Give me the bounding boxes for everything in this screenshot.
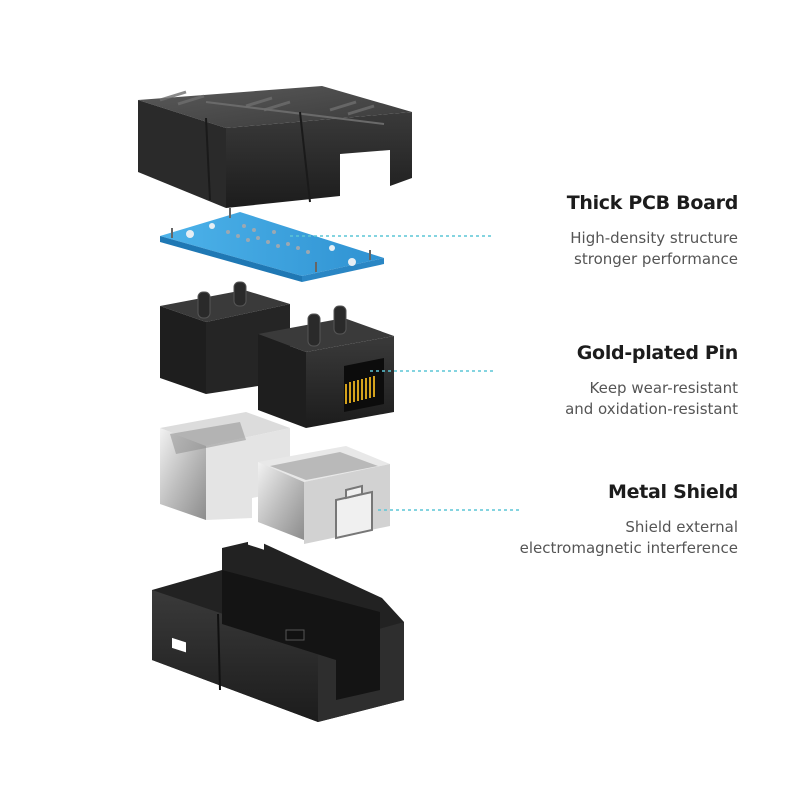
top-cover [138,86,412,208]
feature-desc-line: Keep wear-resistant [589,379,738,397]
feature-pcb-board: Thick PCB Board High-density structure s… [566,192,739,270]
feature-description: Keep wear-resistant and oxidation-resist… [565,378,738,420]
pcb-board [160,208,384,282]
bottom-shell [152,534,404,722]
feature-desc-line: High-density structure [570,229,738,247]
rj45-port-icon [335,484,373,540]
feature-description: Shield external electromagnetic interfer… [520,517,738,559]
feature-desc-line: electromagnetic interference [519,539,738,557]
feature-desc-line: Shield external [625,518,738,536]
gold-pins [345,376,375,404]
feature-metal-shield: Metal Shield Shield external electromagn… [520,481,739,559]
feature-desc-line: and oxidation-resistant [565,400,738,418]
leader-lines [290,235,522,511]
feature-description: High-density structure stronger performa… [567,228,738,270]
feature-gold-plated-pin: Gold-plated Pin Keep wear-resistant and … [565,342,738,420]
rj45-jacks [160,281,394,428]
feature-title: Metal Shield [608,481,738,503]
feature-title: Thick PCB Board [566,192,739,214]
metal-shields [160,412,390,544]
feature-title: Gold-plated Pin [576,342,739,364]
feature-desc-line: stronger performance [574,250,738,268]
